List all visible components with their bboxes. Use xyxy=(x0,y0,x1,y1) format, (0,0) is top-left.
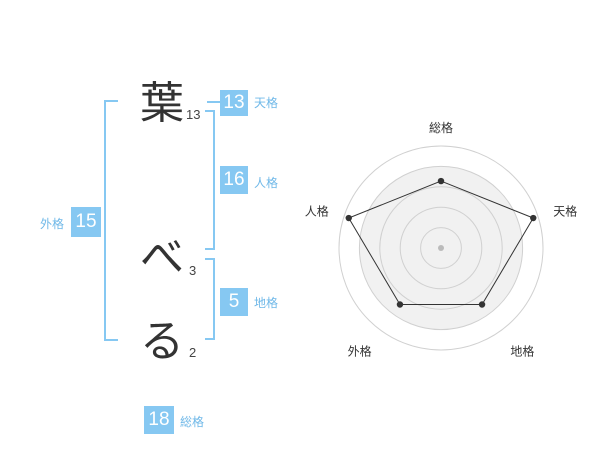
radar-axis-label-4: 外格 xyxy=(348,343,372,358)
jinkaku-bracket xyxy=(205,110,215,250)
name-char-3: る xyxy=(140,316,184,367)
jinkaku-badge: 16 xyxy=(220,166,248,194)
soukaku-label: 総格 xyxy=(180,415,205,429)
stroke-count-3: 2 xyxy=(189,345,197,360)
radar-data-polygon xyxy=(348,180,534,306)
soukaku-badge: 18 xyxy=(144,406,174,434)
radar-axis-label-3: 地格 xyxy=(510,343,534,358)
radar-point-4 xyxy=(396,301,404,308)
radar-axis-label-1: 総格 xyxy=(429,120,453,135)
tenkaku-label: 天格 xyxy=(254,96,279,110)
radar-grid-ring-5 xyxy=(338,145,544,351)
chikaku-label: 地格 xyxy=(254,296,279,310)
name-char-1: 葉 xyxy=(140,78,184,129)
radar-point-1 xyxy=(437,177,445,185)
stroke-count-2: 3 xyxy=(189,263,197,278)
radar-point-2 xyxy=(530,214,537,222)
radar-point-3 xyxy=(478,301,486,308)
gaikaku-label: 外格 xyxy=(40,217,65,231)
radar-grid-ring-1 xyxy=(420,227,462,269)
gaikaku-bracket xyxy=(104,100,118,341)
radar-grid-ring-3 xyxy=(379,186,503,310)
chikaku-badge: 5 xyxy=(220,288,248,316)
radar-grid-ring-2 xyxy=(399,206,483,290)
stroke-count-1: 13 xyxy=(186,107,201,122)
radar-center-dot xyxy=(438,245,444,251)
name-char-2: べ xyxy=(140,232,184,283)
radar-axis-label-2: 天格 xyxy=(553,204,577,219)
radar-point-5 xyxy=(345,214,352,222)
gaikaku-badge: 15 xyxy=(71,207,101,237)
tenkaku-badge: 13 xyxy=(220,90,248,116)
chikaku-bracket xyxy=(205,258,215,340)
jinkaku-label: 人格 xyxy=(254,176,279,190)
radar-axis-label-5: 人格 xyxy=(305,204,329,219)
tenkaku-bracket xyxy=(207,101,221,103)
